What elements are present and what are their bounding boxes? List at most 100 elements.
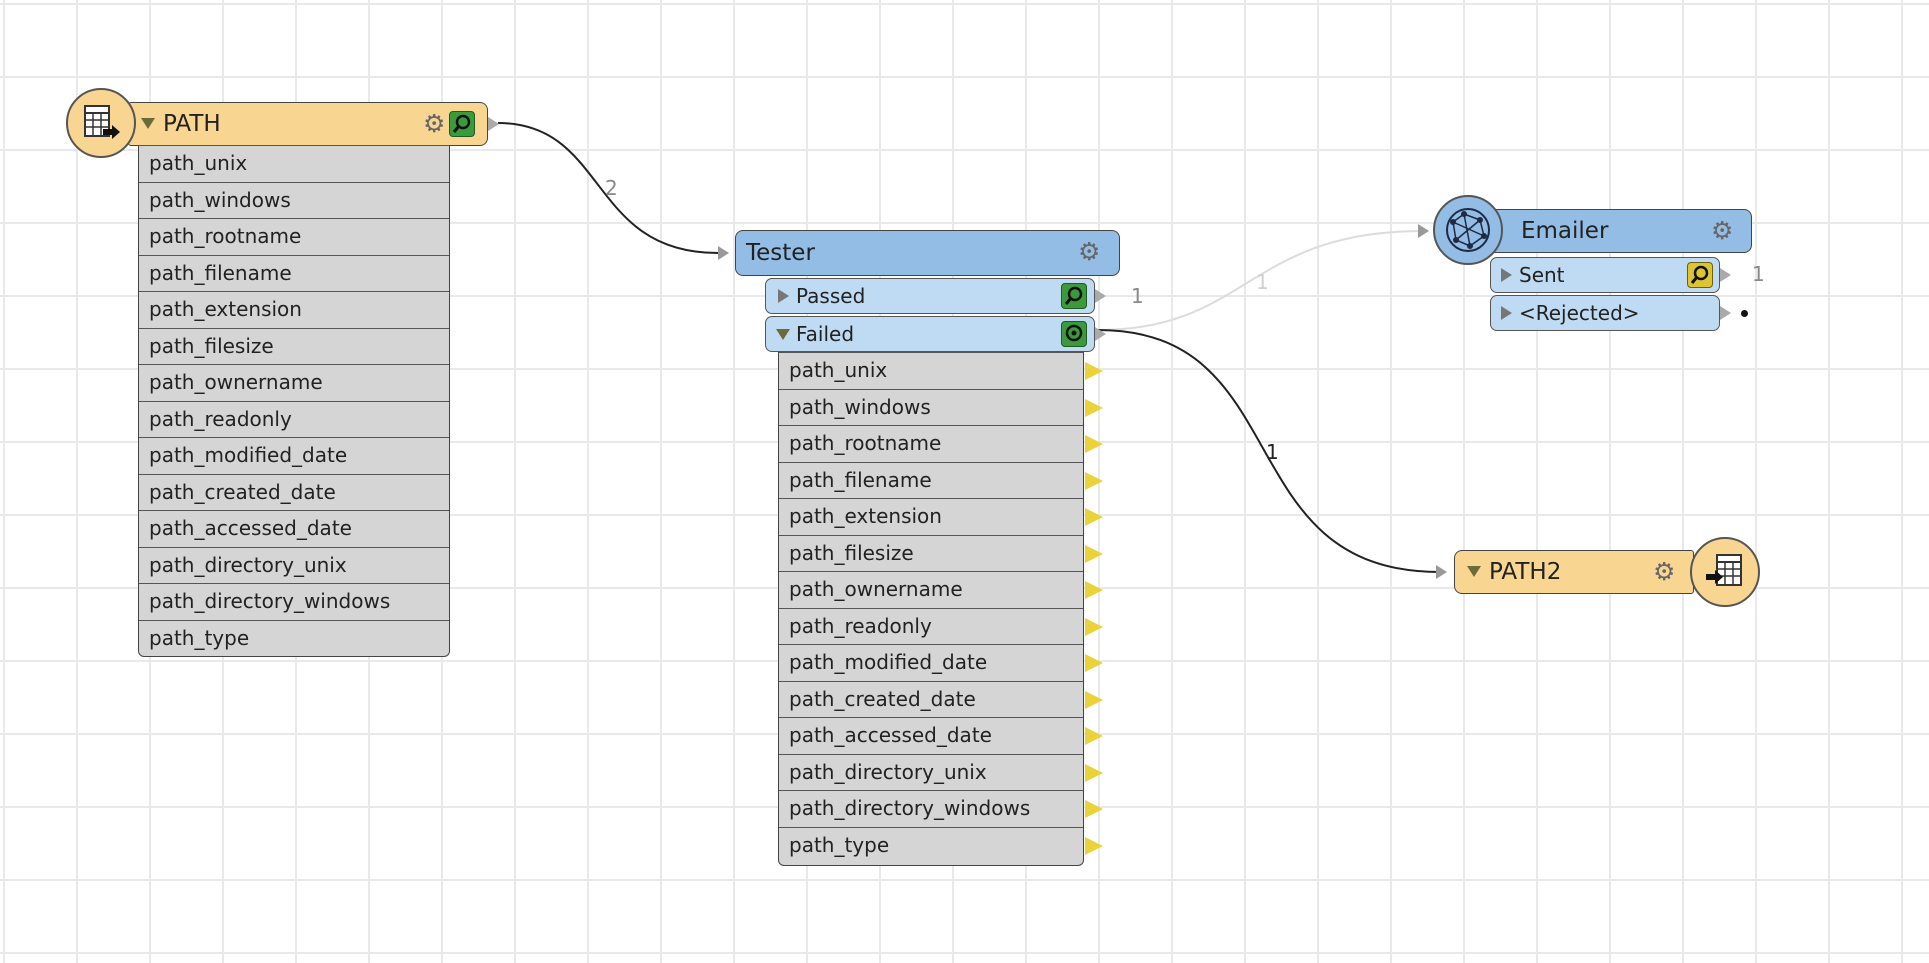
attribute-row[interactable]: path_directory_unix xyxy=(139,546,449,584)
eye-magnifier-icon[interactable] xyxy=(1061,321,1087,347)
attribute-row[interactable]: path_directory_windows xyxy=(779,790,1103,827)
emailer-rejected-port[interactable]: <Rejected> xyxy=(1490,295,1720,331)
attribute-output-port[interactable] xyxy=(1085,836,1103,855)
attribute-row[interactable]: path_ownername xyxy=(779,571,1103,608)
gear-icon[interactable]: ⚙ xyxy=(1078,237,1101,266)
passed-output-port[interactable] xyxy=(1095,289,1106,303)
attribute-output-port[interactable] xyxy=(1085,471,1103,490)
attribute-name: path_created_date xyxy=(789,686,976,711)
writer-title: PATH2 xyxy=(1489,559,1562,585)
attribute-row[interactable]: path_readonly xyxy=(779,607,1103,645)
attribute-name: path_directory_windows xyxy=(789,796,1031,820)
collapse-arrow-icon[interactable] xyxy=(776,329,790,340)
attribute-row[interactable]: path_filename xyxy=(779,461,1103,499)
emailer-node[interactable]: Emailer ⚙ Sent <Rejected> xyxy=(1418,195,1778,335)
reader-output-port[interactable] xyxy=(488,117,499,131)
attribute-output-port[interactable] xyxy=(1085,617,1103,636)
attribute-row[interactable]: path_unix xyxy=(139,145,449,182)
attribute-row[interactable]: path_rootname xyxy=(139,218,449,255)
table-export-icon[interactable] xyxy=(66,88,136,158)
magnifier-icon[interactable] xyxy=(449,111,475,137)
reader-path-header[interactable]: PATH ⚙ xyxy=(128,102,488,146)
attribute-output-port[interactable] xyxy=(1085,763,1103,782)
writer-input-port[interactable] xyxy=(1436,565,1447,579)
attribute-name: path_extension xyxy=(149,297,302,321)
attribute-row[interactable]: path_modified_date xyxy=(779,644,1103,681)
attribute-name: path_type xyxy=(149,625,250,650)
attribute-row[interactable]: path_type xyxy=(139,619,449,657)
failed-output-port[interactable] xyxy=(1095,327,1106,341)
writer-path2-node[interactable]: PATH2 ⚙ xyxy=(1436,537,1766,611)
attribute-row[interactable]: path_unix xyxy=(779,352,1103,389)
emailer-sent-port[interactable]: Sent xyxy=(1490,257,1720,293)
tester-passed-port[interactable]: Passed xyxy=(765,278,1095,314)
attribute-name: path_filename xyxy=(149,260,292,285)
table-export-icon[interactable] xyxy=(1690,537,1760,607)
emailer-header[interactable]: Emailer ⚙ xyxy=(1470,209,1752,253)
tester-failed-attribute-list: path_unix path_windows path_rootname path_f… xyxy=(778,352,1103,866)
attribute-row[interactable]: path_accessed_date xyxy=(139,510,449,547)
attribute-output-port[interactable] xyxy=(1085,581,1103,599)
attribute-name: path_readonly xyxy=(149,406,292,431)
attribute-row[interactable]: path_rootname xyxy=(779,425,1103,462)
tester-failed-port[interactable]: Failed xyxy=(765,316,1095,352)
attribute-row[interactable]: path_directory_unix xyxy=(779,753,1103,791)
rejected-output-port[interactable] xyxy=(1720,306,1731,320)
attribute-output-port[interactable] xyxy=(1085,362,1103,380)
wire-path-to-tester xyxy=(497,122,719,254)
magnifier-icon[interactable] xyxy=(1687,262,1713,288)
attribute-row[interactable]: path_extension xyxy=(139,291,449,328)
failed-label: Failed xyxy=(796,322,855,346)
attribute-row[interactable]: path_ownername xyxy=(139,364,449,401)
attribute-name: path_extension xyxy=(789,504,942,528)
tester-node[interactable]: Tester ⚙ Passed Failed path_unix path_win… xyxy=(718,230,1120,870)
writer-path2-header[interactable]: PATH2 ⚙ xyxy=(1454,550,1694,594)
attribute-name: path_rootname xyxy=(789,431,942,455)
attribute-row[interactable]: path_windows xyxy=(139,181,449,219)
attribute-name: path_type xyxy=(789,832,890,857)
collapse-arrow-icon[interactable] xyxy=(141,118,155,129)
emailer-input-port[interactable] xyxy=(1418,224,1429,238)
attribute-row[interactable]: path_type xyxy=(779,826,1103,864)
attribute-row[interactable]: path_modified_date xyxy=(139,437,449,474)
attribute-name: path_readonly xyxy=(789,613,932,638)
tester-header[interactable]: Tester ⚙ xyxy=(735,230,1120,276)
attribute-row[interactable]: path_filename xyxy=(139,254,449,292)
attribute-name: path_ownername xyxy=(789,577,963,601)
attribute-output-port[interactable] xyxy=(1085,654,1103,672)
attribute-output-port[interactable] xyxy=(1085,800,1103,818)
attribute-row[interactable]: path_accessed_date xyxy=(779,717,1103,754)
expand-arrow-icon[interactable] xyxy=(778,289,789,303)
attribute-row[interactable]: path_directory_windows xyxy=(139,583,449,620)
attribute-output-port[interactable] xyxy=(1085,508,1103,526)
attribute-row[interactable]: path_filesize xyxy=(779,534,1103,572)
attribute-output-port[interactable] xyxy=(1085,727,1103,745)
attribute-row[interactable]: path_created_date xyxy=(779,680,1103,718)
attribute-row[interactable]: path_readonly xyxy=(139,400,449,438)
attribute-name: path_accessed_date xyxy=(149,516,352,540)
attribute-name: path_ownername xyxy=(149,370,323,394)
sent-output-port[interactable] xyxy=(1720,268,1731,282)
gear-icon[interactable]: ⚙ xyxy=(1711,216,1734,245)
attribute-row[interactable]: path_extension xyxy=(779,498,1103,535)
gear-icon[interactable]: ⚙ xyxy=(1653,557,1676,586)
attribute-row[interactable]: path_windows xyxy=(779,388,1103,426)
attribute-name: path_filesize xyxy=(149,333,274,358)
wire-count-label: 1 xyxy=(1266,440,1279,464)
attribute-output-port[interactable] xyxy=(1085,544,1103,563)
expand-arrow-icon[interactable] xyxy=(1501,306,1512,320)
magnifier-icon[interactable] xyxy=(1061,283,1087,309)
attribute-output-port[interactable] xyxy=(1085,435,1103,453)
gear-icon[interactable]: ⚙ xyxy=(423,109,446,138)
attribute-output-port[interactable] xyxy=(1085,690,1103,709)
collapse-arrow-icon[interactable] xyxy=(1467,566,1481,577)
attribute-output-port[interactable] xyxy=(1085,398,1103,417)
attribute-row[interactable]: path_created_date xyxy=(139,473,449,511)
attribute-row[interactable]: path_filesize xyxy=(139,327,449,365)
network-globe-icon[interactable] xyxy=(1433,195,1503,265)
tester-input-port[interactable] xyxy=(718,246,729,260)
attribute-name: path_windows xyxy=(789,394,931,419)
expand-arrow-icon[interactable] xyxy=(1501,268,1512,282)
